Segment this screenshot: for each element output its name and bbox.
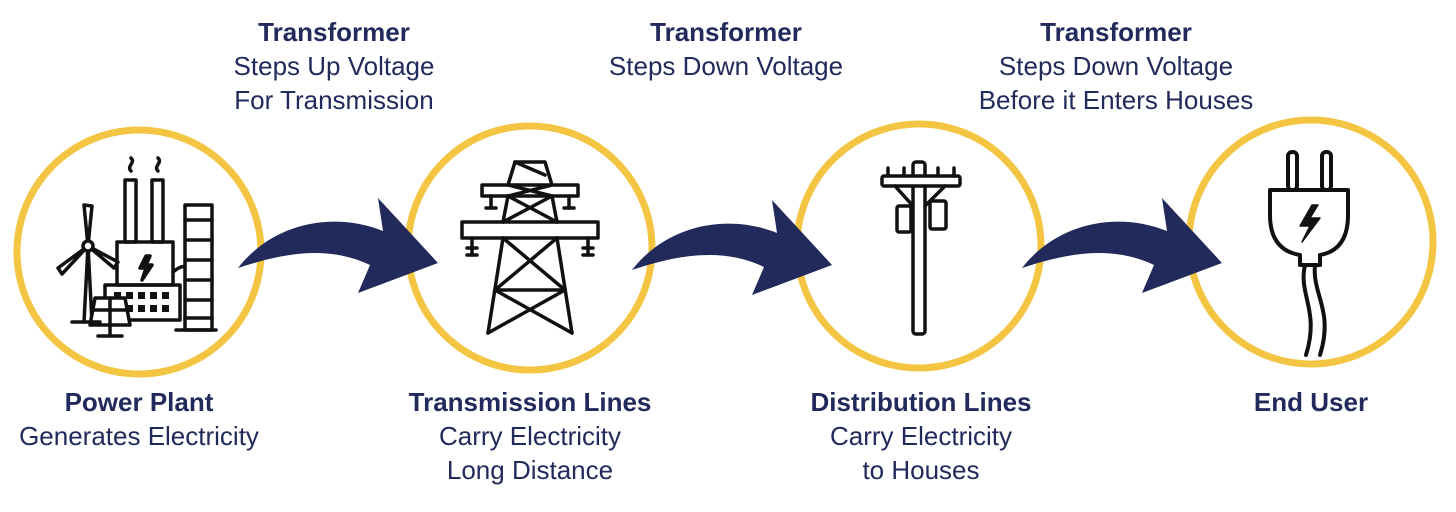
stage-title: Transmission Lines	[408, 387, 652, 417]
transformer-label-1: Transformer Steps Up Voltage For Transmi…	[234, 15, 435, 117]
transformer-desc-line: Steps Down Voltage	[998, 51, 1234, 81]
electric-plug-icon	[1268, 150, 1350, 357]
stage-desc-line: Long Distance	[446, 455, 614, 485]
stage-label-distribution-lines: Distribution Lines Carry Electricity to …	[811, 385, 1032, 487]
flow-arrow-1	[238, 198, 438, 293]
transformer-desc-line: Steps Down Voltage	[608, 51, 844, 81]
transformer-title: Transformer	[650, 17, 802, 47]
stage-desc-line: Carry Electricity	[829, 421, 1012, 451]
stage-desc-line: Carry Electricity	[438, 421, 621, 451]
stage-ring-power-plant	[13, 126, 265, 378]
stage-label-power-plant: Power Plant Generates Electricity	[19, 385, 259, 453]
stage-desc-line: to Houses	[862, 455, 980, 485]
transformer-desc-line: Steps Up Voltage	[233, 51, 435, 81]
transformer-title: Transformer	[258, 17, 410, 47]
stage-label-transmission-lines: Transmission Lines Carry Electricity Lon…	[409, 385, 652, 487]
stage-label-end-user: End User	[1254, 385, 1368, 419]
transformer-label-3: Transformer Steps Down Voltage Before it…	[979, 15, 1254, 117]
transformer-desc-line: For Transmission	[234, 85, 434, 115]
utility-pole-icon	[880, 160, 962, 336]
transmission-tower-icon	[460, 160, 600, 335]
transformer-desc-line: Before it Enters Houses	[978, 85, 1254, 115]
stage-title: Distribution Lines	[810, 387, 1032, 417]
stage-title: Power Plant	[64, 387, 214, 417]
transformer-label-2: Transformer Steps Down Voltage	[609, 15, 843, 83]
stage-desc-line: Generates Electricity	[19, 421, 259, 451]
transformer-title: Transformer	[1040, 17, 1192, 47]
power-plant-icon	[56, 156, 218, 338]
stage-title: End User	[1253, 387, 1369, 417]
